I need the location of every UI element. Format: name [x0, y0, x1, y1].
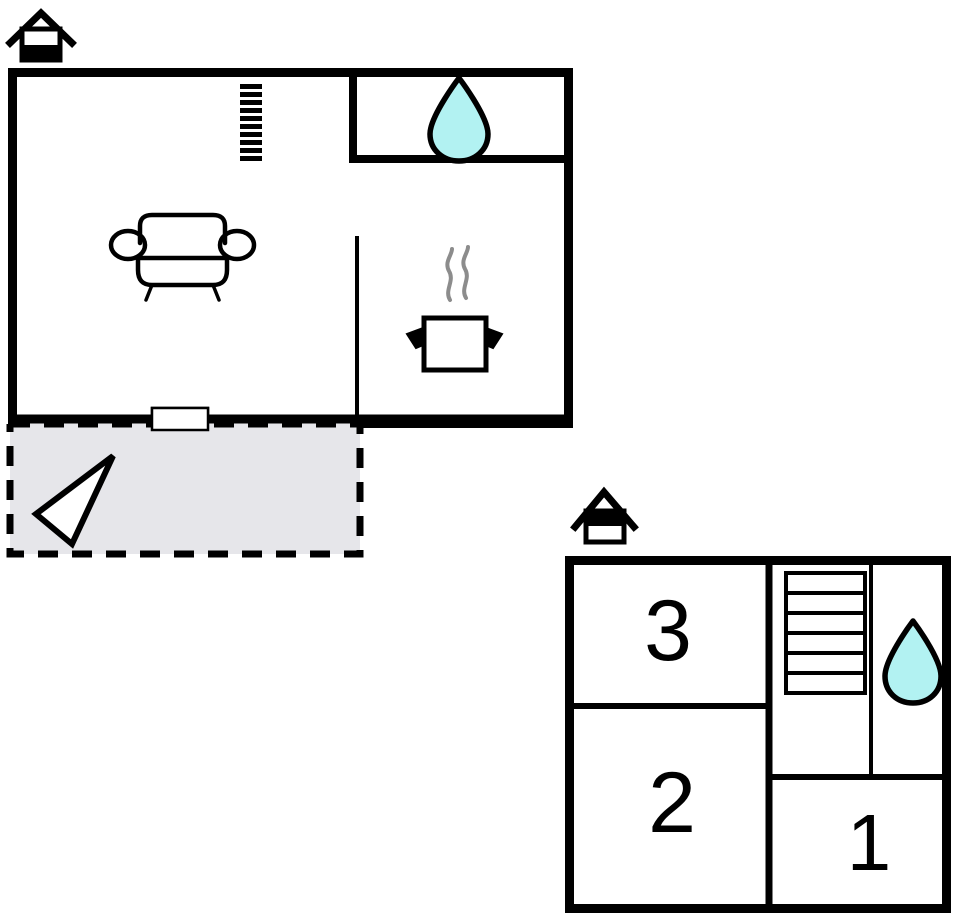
room-number-1: 1 [847, 798, 892, 887]
room-region-hallway-stairs [769, 561, 871, 777]
staircase-icon [784, 571, 867, 695]
room-region-terrace [10, 424, 360, 554]
sofa-icon [108, 212, 257, 302]
room-region-living-room [13, 73, 353, 419]
terrace-dashed-border [6, 420, 364, 558]
room-region-bathroom-upper [871, 561, 947, 777]
house-icon-outline [5, 8, 77, 63]
cooking-pot-icon [405, 245, 504, 373]
entrance-door-opening [150, 406, 210, 432]
upper-floor-group: 3 2 1 [565, 486, 951, 913]
room-region-bathroom [353, 73, 573, 159]
upper-floor-outer-wall [565, 556, 951, 913]
ground-floor-group [5, 8, 573, 558]
stairs-dashes-icon [240, 84, 262, 161]
room-region-bedroom-3 [570, 561, 769, 706]
water-drop-icon-upper [882, 618, 944, 706]
water-drop-icon [427, 75, 491, 164]
room-region-kitchen [357, 160, 573, 419]
room-region-bedroom-2 [570, 706, 769, 908]
house-icon-filled [570, 486, 639, 545]
room-region-bedroom-1 [769, 777, 947, 908]
direction-arrow-icon [31, 453, 116, 549]
room-number-2: 2 [648, 755, 696, 851]
room-number-3: 3 [644, 583, 692, 679]
